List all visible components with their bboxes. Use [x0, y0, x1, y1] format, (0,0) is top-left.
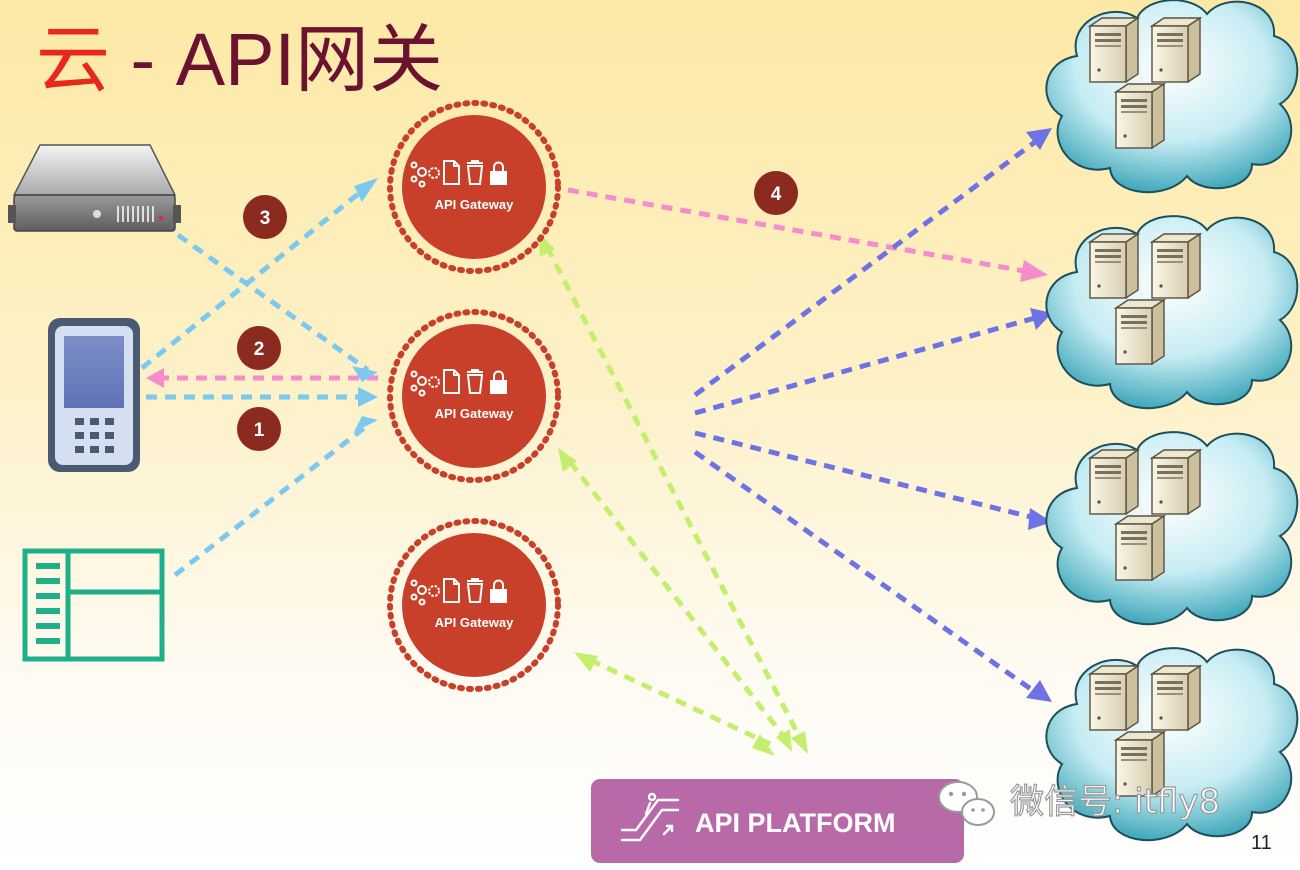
connector-hub-cloud1	[693, 139, 1037, 398]
connector-gateway1-cloud2	[567, 187, 1031, 275]
connector-gateway1-platform	[544, 245, 803, 740]
connector-gateway2-platform	[568, 460, 787, 740]
page-title: 云 - API网关	[36, 18, 443, 102]
arrowhead	[1030, 308, 1052, 330]
svg-text:3: 3	[260, 208, 271, 229]
server-icon	[8, 144, 181, 232]
arrowhead	[1020, 260, 1048, 282]
connector-phone-gateway1	[140, 184, 370, 370]
api-platform-label: API PLATFORM	[695, 808, 895, 838]
api-gateway-node: API Gateway	[387, 518, 561, 692]
arrowhead	[1028, 508, 1052, 530]
connector-server-gateway2	[176, 232, 370, 373]
title-text: - API网关	[110, 18, 444, 101]
arrowhead	[354, 178, 378, 202]
cloud-server-cluster-icon	[1046, 216, 1297, 408]
svg-text:2: 2	[254, 339, 265, 360]
api-platform-box: API PLATFORM	[591, 779, 964, 863]
arrowhead	[574, 652, 598, 672]
watermark: 微信号: itfly8	[938, 781, 1221, 826]
arrowhead	[352, 366, 378, 382]
arrowhead	[1026, 128, 1052, 150]
connector-hub-cloud3	[694, 430, 1036, 521]
cloud-server-cluster-icon	[1046, 0, 1297, 192]
connector-hub-cloud4	[693, 449, 1037, 695]
mobile-phone-icon	[48, 318, 140, 472]
wechat-icon	[938, 781, 995, 826]
watermark-text: 微信号: itfly8	[1010, 782, 1220, 822]
title-accent: 云	[36, 18, 110, 101]
arrowhead	[354, 416, 378, 432]
arrowhead	[776, 729, 792, 752]
page-number: 11	[1251, 832, 1272, 854]
escalator-icon	[620, 792, 680, 842]
step-badge: 2	[237, 326, 281, 370]
arrowhead	[752, 734, 775, 756]
svg-text:1: 1	[254, 420, 265, 441]
cloud-server-cluster-icon	[1046, 432, 1297, 624]
gateway-label: API Gateway	[435, 406, 515, 421]
arrowhead	[791, 731, 808, 754]
web-layout-icon	[22, 548, 165, 662]
arrowhead	[146, 368, 164, 388]
step-badge: 4	[754, 171, 798, 215]
step-badge: 3	[243, 195, 287, 239]
api-gateway-node: API Gateway	[387, 309, 561, 483]
gateway-label: API Gateway	[435, 197, 515, 212]
connector-hub-cloud2	[694, 315, 1036, 416]
connector-web-gateway2	[173, 423, 370, 577]
arrowhead	[1026, 680, 1052, 702]
connector-gateway3-platform	[588, 657, 772, 747]
arrowhead	[558, 448, 577, 472]
svg-text:4: 4	[771, 184, 782, 205]
arrowhead	[358, 387, 378, 407]
gateway-label: API Gateway	[435, 615, 515, 630]
api-gateway-node: API Gateway	[387, 100, 561, 274]
step-badge: 1	[237, 407, 281, 451]
